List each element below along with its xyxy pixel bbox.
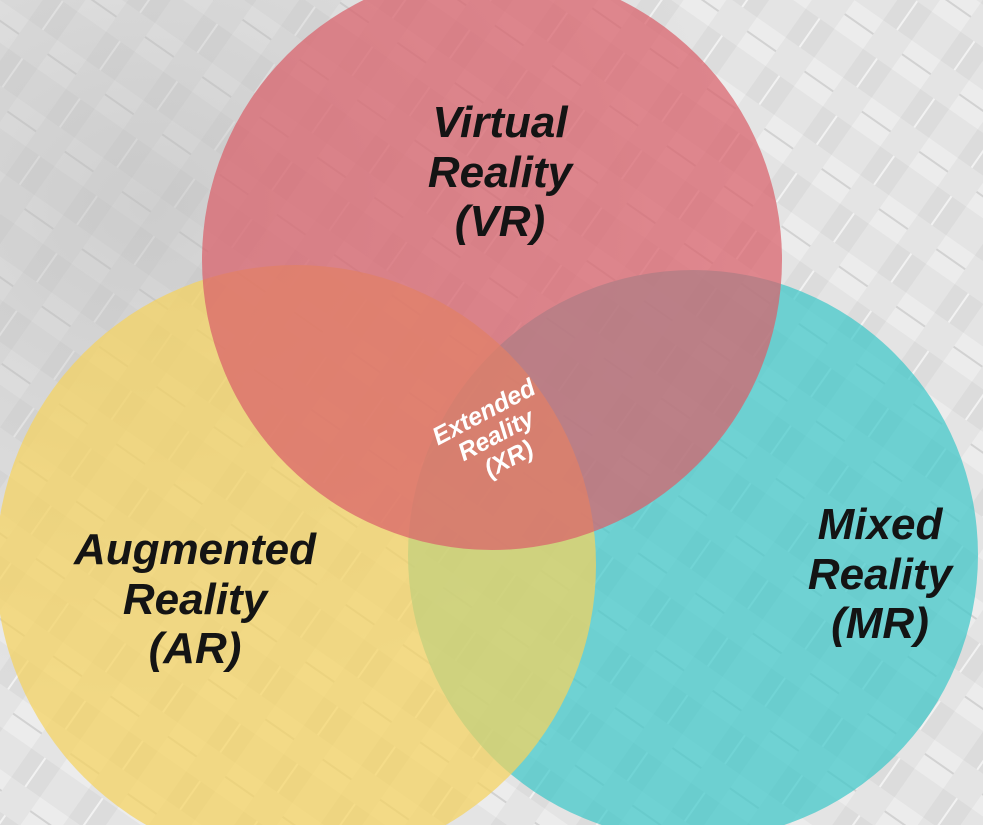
vr-circle xyxy=(202,0,782,550)
ar-label: Augmented Reality (AR) xyxy=(74,525,316,674)
mr-label: Mixed Reality (MR) xyxy=(807,500,953,649)
vr-label: Virtual Reality (VR) xyxy=(427,98,573,247)
